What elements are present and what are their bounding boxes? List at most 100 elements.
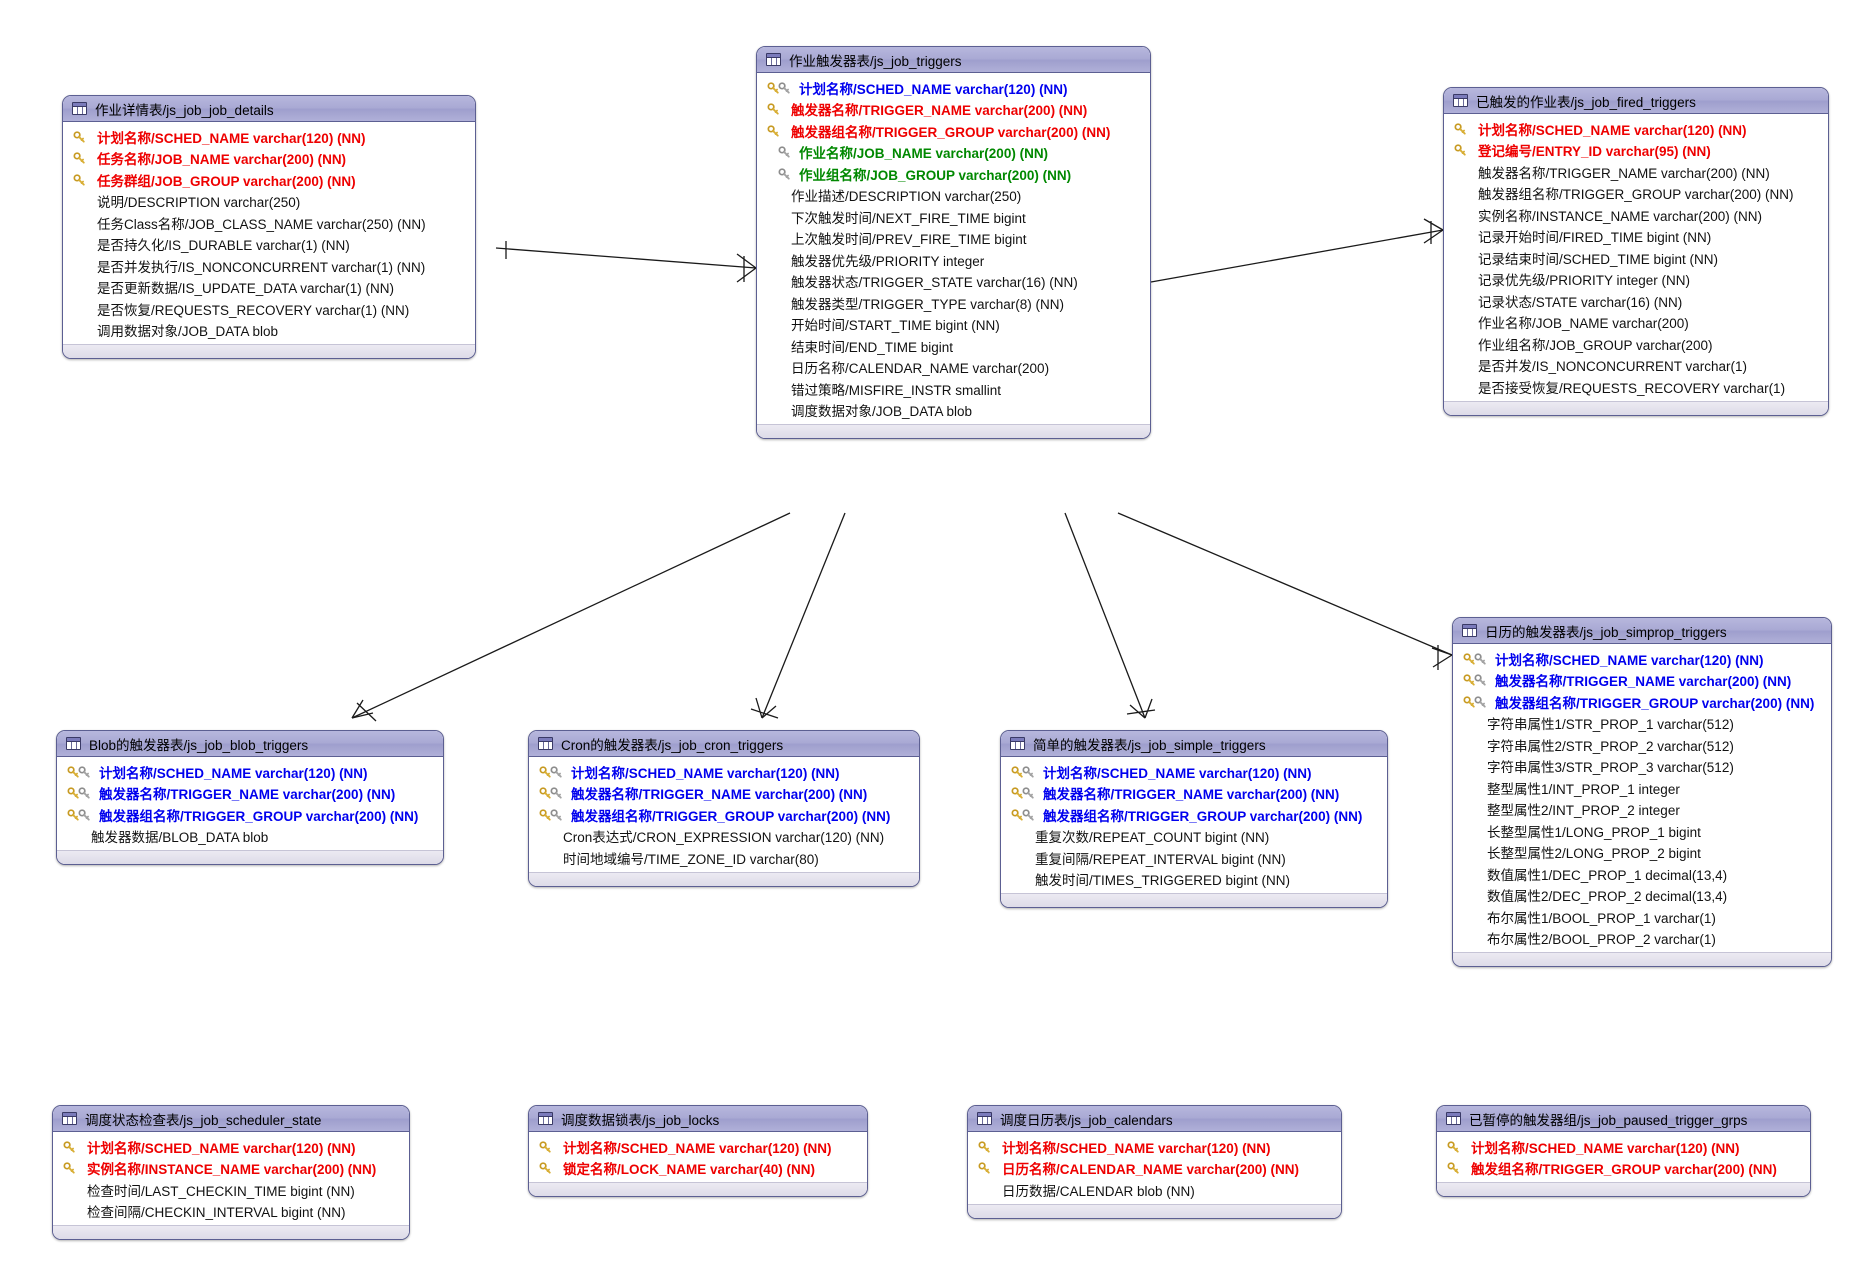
attribute-row[interactable]: 作业组名称/JOB_GROUP varchar(200): [1444, 333, 1828, 355]
attribute-row[interactable]: 检查间隔/CHECKIN_INTERVAL bigint (NN): [53, 1201, 409, 1223]
entity-calendars[interactable]: 调度日历表/js_job_calendars 计划名称/SCHED_NAME va…: [967, 1105, 1342, 1219]
entity-title-locks[interactable]: 调度数据锁表/js_job_locks: [529, 1106, 867, 1132]
entity-title-simprop_triggers[interactable]: 日历的触发器表/js_job_simprop_triggers: [1453, 618, 1831, 644]
attribute-row[interactable]: 计划名称/SCHED_NAME varchar(120) (NN): [57, 761, 443, 783]
attribute-row[interactable]: 字符串属性3/STR_PROP_3 varchar(512): [1453, 756, 1831, 778]
entity-title-triggers[interactable]: 作业触发器表/js_job_triggers: [757, 47, 1150, 73]
attribute-row[interactable]: 结束时间/END_TIME bigint: [757, 335, 1150, 357]
attribute-row[interactable]: 重复间隔/REPEAT_INTERVAL bigint (NN): [1001, 847, 1387, 869]
attribute-row[interactable]: 是否更新数据/IS_UPDATE_DATA varchar(1) (NN): [63, 277, 475, 299]
attribute-row[interactable]: 实例名称/INSTANCE_NAME varchar(200) (NN): [53, 1158, 409, 1180]
attribute-row[interactable]: 记录优先级/PRIORITY integer (NN): [1444, 269, 1828, 291]
attribute-row[interactable]: 是否恢复/REQUESTS_RECOVERY varchar(1) (NN): [63, 298, 475, 320]
attribute-row[interactable]: 作业组名称/JOB_GROUP varchar(200) (NN): [757, 163, 1150, 185]
attribute-row[interactable]: 计划名称/SCHED_NAME varchar(120) (NN): [1453, 648, 1831, 670]
attribute-row[interactable]: 布尔属性1/BOOL_PROP_1 varchar(1): [1453, 906, 1831, 928]
entity-fired_triggers[interactable]: 已触发的作业表/js_job_fired_triggers 计划名称/SCHED_…: [1443, 87, 1829, 416]
attribute-row[interactable]: 登记编号/ENTRY_ID varchar(95) (NN): [1444, 140, 1828, 162]
attribute-row[interactable]: 日历名称/CALENDAR_NAME varchar(200): [757, 357, 1150, 379]
attribute-row[interactable]: 调用数据对象/JOB_DATA blob: [63, 320, 475, 342]
attribute-row[interactable]: 上次触发时间/PREV_FIRE_TIME bigint: [757, 228, 1150, 250]
attribute-row[interactable]: 触发器类型/TRIGGER_TYPE varchar(8) (NN): [757, 292, 1150, 314]
attribute-row[interactable]: 字符串属性1/STR_PROP_1 varchar(512): [1453, 713, 1831, 735]
attribute-row[interactable]: 计划名称/SCHED_NAME varchar(120) (NN): [1001, 761, 1387, 783]
attribute-row[interactable]: 是否并发执行/IS_NONCONCURRENT varchar(1) (NN): [63, 255, 475, 277]
entity-job_details[interactable]: 作业详情表/js_job_job_details 计划名称/SCHED_NAME …: [62, 95, 476, 359]
entity-locks[interactable]: 调度数据锁表/js_job_locks 计划名称/SCHED_NAME varch…: [528, 1105, 868, 1197]
attribute-row[interactable]: 重复次数/REPEAT_COUNT bigint (NN): [1001, 826, 1387, 848]
attribute-row[interactable]: 作业描述/DESCRIPTION varchar(250): [757, 185, 1150, 207]
attribute-row[interactable]: 错过策略/MISFIRE_INSTR smallint: [757, 378, 1150, 400]
attribute-row[interactable]: 下次触发时间/NEXT_FIRE_TIME bigint: [757, 206, 1150, 228]
attribute-row[interactable]: 时间地域编号/TIME_ZONE_ID varchar(80): [529, 847, 919, 869]
entity-simprop_triggers[interactable]: 日历的触发器表/js_job_simprop_triggers 计划名称/SCHE…: [1452, 617, 1832, 967]
attribute-row[interactable]: 计划名称/SCHED_NAME varchar(120) (NN): [63, 126, 475, 148]
entity-title-simple_triggers[interactable]: 简单的触发器表/js_job_simple_triggers: [1001, 731, 1387, 757]
attribute-row[interactable]: 触发器名称/TRIGGER_NAME varchar(200) (NN): [757, 99, 1150, 121]
attribute-row[interactable]: 触发器组名称/TRIGGER_GROUP varchar(200) (NN): [1453, 691, 1831, 713]
attribute-row[interactable]: 记录结束时间/SCHED_TIME bigint (NN): [1444, 247, 1828, 269]
attribute-row[interactable]: 触发器状态/TRIGGER_STATE varchar(16) (NN): [757, 271, 1150, 293]
attribute-row[interactable]: 计划名称/SCHED_NAME varchar(120) (NN): [529, 1136, 867, 1158]
attribute-row[interactable]: 锁定名称/LOCK_NAME varchar(40) (NN): [529, 1158, 867, 1180]
attribute-row[interactable]: Cron表达式/CRON_EXPRESSION varchar(120) (NN…: [529, 826, 919, 848]
attribute-row[interactable]: 记录状态/STATE varchar(16) (NN): [1444, 290, 1828, 312]
entity-title-job_details[interactable]: 作业详情表/js_job_job_details: [63, 96, 475, 122]
attribute-row[interactable]: 触发时间/TIMES_TRIGGERED bigint (NN): [1001, 869, 1387, 891]
attribute-row[interactable]: 计划名称/SCHED_NAME varchar(120) (NN): [968, 1136, 1341, 1158]
attribute-row[interactable]: 记录开始时间/FIRED_TIME bigint (NN): [1444, 226, 1828, 248]
attribute-row[interactable]: 调度数据对象/JOB_DATA blob: [757, 400, 1150, 422]
attribute-row[interactable]: 触发器名称/TRIGGER_NAME varchar(200) (NN): [1444, 161, 1828, 183]
attribute-row[interactable]: 触发器组名称/TRIGGER_GROUP varchar(200) (NN): [57, 804, 443, 826]
attribute-row[interactable]: 任务名称/JOB_NAME varchar(200) (NN): [63, 148, 475, 170]
attribute-row[interactable]: 作业名称/JOB_NAME varchar(200) (NN): [757, 142, 1150, 164]
attribute-row[interactable]: 触发器名称/TRIGGER_NAME varchar(200) (NN): [57, 783, 443, 805]
attribute-row[interactable]: 任务Class名称/JOB_CLASS_NAME varchar(250) (N…: [63, 212, 475, 234]
attribute-row[interactable]: 字符串属性2/STR_PROP_2 varchar(512): [1453, 734, 1831, 756]
entity-simple_triggers[interactable]: 简单的触发器表/js_job_simple_triggers 计划名称/SCHED…: [1000, 730, 1388, 908]
attribute-row[interactable]: 检查时间/LAST_CHECKIN_TIME bigint (NN): [53, 1179, 409, 1201]
attribute-row[interactable]: 开始时间/START_TIME bigint (NN): [757, 314, 1150, 336]
entity-cron_triggers[interactable]: Cron的触发器表/js_job_cron_triggers 计划名称/SCHED…: [528, 730, 920, 887]
attribute-row[interactable]: 布尔属性2/BOOL_PROP_2 varchar(1): [1453, 928, 1831, 950]
attribute-row[interactable]: 触发器组名称/TRIGGER_GROUP varchar(200) (NN): [1444, 183, 1828, 205]
attribute-row[interactable]: 计划名称/SCHED_NAME varchar(120) (NN): [1437, 1136, 1810, 1158]
entity-title-paused_trigger_grps[interactable]: 已暂停的触发器组/js_job_paused_trigger_grps: [1437, 1106, 1810, 1132]
entity-triggers[interactable]: 作业触发器表/js_job_triggers 计划名称/SCHED_NAME va…: [756, 46, 1151, 439]
attribute-row[interactable]: 任务群组/JOB_GROUP varchar(200) (NN): [63, 169, 475, 191]
attribute-row[interactable]: 数值属性2/DEC_PROP_2 decimal(13,4): [1453, 885, 1831, 907]
attribute-row[interactable]: 说明/DESCRIPTION varchar(250): [63, 191, 475, 213]
attribute-row[interactable]: 是否持久化/IS_DURABLE varchar(1) (NN): [63, 234, 475, 256]
entity-title-calendars[interactable]: 调度日历表/js_job_calendars: [968, 1106, 1341, 1132]
attribute-row[interactable]: 整型属性1/INT_PROP_1 integer: [1453, 777, 1831, 799]
attribute-row[interactable]: 触发器组名称/TRIGGER_GROUP varchar(200) (NN): [757, 120, 1150, 142]
attribute-row[interactable]: 计划名称/SCHED_NAME varchar(120) (NN): [1444, 118, 1828, 140]
entity-paused_trigger_grps[interactable]: 已暂停的触发器组/js_job_paused_trigger_grps 计划名称/…: [1436, 1105, 1811, 1197]
attribute-row[interactable]: 计划名称/SCHED_NAME varchar(120) (NN): [757, 77, 1150, 99]
attribute-row[interactable]: 计划名称/SCHED_NAME varchar(120) (NN): [53, 1136, 409, 1158]
attribute-row[interactable]: 长整型属性1/LONG_PROP_1 bigint: [1453, 820, 1831, 842]
attribute-row[interactable]: 日历名称/CALENDAR_NAME varchar(200) (NN): [968, 1158, 1341, 1180]
attribute-row[interactable]: 触发器组名称/TRIGGER_GROUP varchar(200) (NN): [1001, 804, 1387, 826]
attribute-row[interactable]: 日历数据/CALENDAR blob (NN): [968, 1179, 1341, 1201]
attribute-row[interactable]: 触发器优先级/PRIORITY integer: [757, 249, 1150, 271]
entity-title-fired_triggers[interactable]: 已触发的作业表/js_job_fired_triggers: [1444, 88, 1828, 114]
attribute-row[interactable]: 触发器名称/TRIGGER_NAME varchar(200) (NN): [1001, 783, 1387, 805]
entity-title-scheduler_state[interactable]: 调度状态检查表/js_job_scheduler_state: [53, 1106, 409, 1132]
attribute-row[interactable]: 作业名称/JOB_NAME varchar(200): [1444, 312, 1828, 334]
attribute-row[interactable]: 触发组名称/TRIGGER_GROUP varchar(200) (NN): [1437, 1158, 1810, 1180]
attribute-row[interactable]: 长整型属性2/LONG_PROP_2 bigint: [1453, 842, 1831, 864]
attribute-row[interactable]: 触发器组名称/TRIGGER_GROUP varchar(200) (NN): [529, 804, 919, 826]
attribute-row[interactable]: 触发器名称/TRIGGER_NAME varchar(200) (NN): [529, 783, 919, 805]
attribute-row[interactable]: 是否并发/IS_NONCONCURRENT varchar(1): [1444, 355, 1828, 377]
entity-scheduler_state[interactable]: 调度状态检查表/js_job_scheduler_state 计划名称/SCHED…: [52, 1105, 410, 1240]
attribute-row[interactable]: 触发器名称/TRIGGER_NAME varchar(200) (NN): [1453, 670, 1831, 692]
entity-title-blob_triggers[interactable]: Blob的触发器表/js_job_blob_triggers: [57, 731, 443, 757]
attribute-row[interactable]: 是否接受恢复/REQUESTS_RECOVERY varchar(1): [1444, 376, 1828, 398]
entity-title-cron_triggers[interactable]: Cron的触发器表/js_job_cron_triggers: [529, 731, 919, 757]
entity-blob_triggers[interactable]: Blob的触发器表/js_job_blob_triggers 计划名称/SCHED…: [56, 730, 444, 865]
attribute-row[interactable]: 实例名称/INSTANCE_NAME varchar(200) (NN): [1444, 204, 1828, 226]
attribute-row[interactable]: 数值属性1/DEC_PROP_1 decimal(13,4): [1453, 863, 1831, 885]
attribute-row[interactable]: 整型属性2/INT_PROP_2 integer: [1453, 799, 1831, 821]
attribute-row[interactable]: 计划名称/SCHED_NAME varchar(120) (NN): [529, 761, 919, 783]
